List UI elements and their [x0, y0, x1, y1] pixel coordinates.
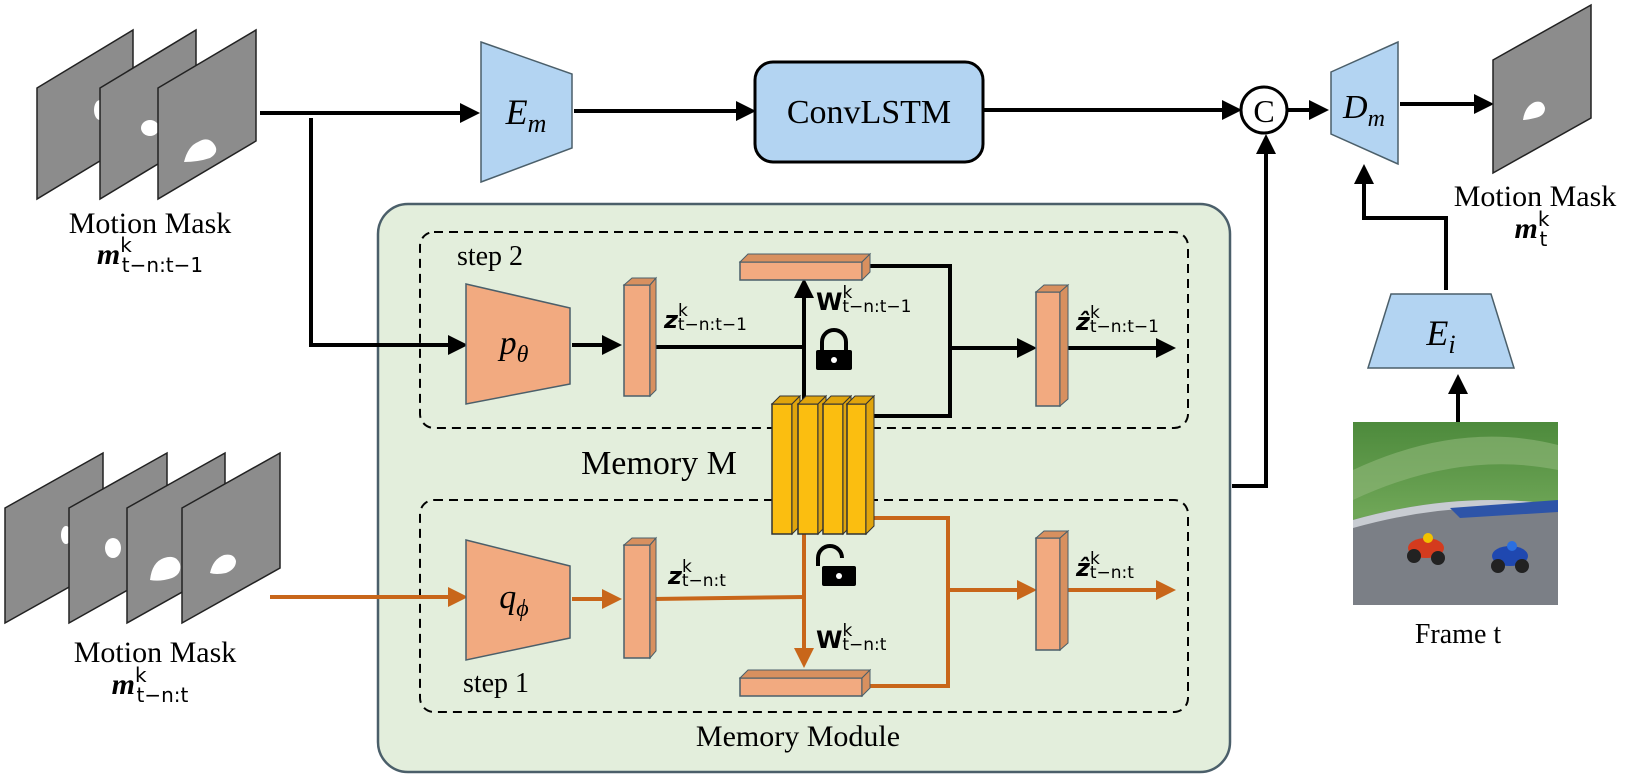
step2-output-bar — [1034, 283, 1070, 408]
motion-decoder — [1330, 40, 1399, 166]
convlstm-label: ConvLSTM — [787, 94, 951, 131]
image-encoder — [1366, 293, 1516, 369]
image-encoder-label: Ei — [1425, 313, 1455, 359]
top-mask-label: Motion Mask — [69, 207, 232, 240]
step1-label: step 1 — [463, 668, 529, 699]
motion-encoder-label: Em — [505, 92, 547, 138]
motion-encoder — [480, 40, 573, 184]
step1-region — [419, 499, 1189, 713]
step2-arrows — [572, 264, 1176, 418]
convlstm-block — [753, 60, 985, 164]
q-phi-label: qϕ — [499, 579, 528, 622]
output-mask — [1492, 3, 1592, 175]
memory-label: Memory M — [581, 445, 737, 482]
step1-weight-bar — [738, 668, 872, 698]
lock-icon — [816, 328, 852, 370]
top-mask-stack — [36, 28, 257, 201]
frame-image — [1353, 422, 1558, 605]
step2-weight-bar — [738, 252, 872, 282]
concat-label: C — [1253, 93, 1274, 129]
bottom-mask-label: Motion Mask — [74, 636, 237, 669]
frame-label: Frame t — [1415, 619, 1502, 650]
output-mask-label: Motion Mask — [1454, 180, 1617, 213]
step2-label: step 2 — [457, 241, 523, 272]
unlock-icon — [816, 544, 856, 586]
memory-module-title: Memory Module — [696, 720, 900, 753]
concat-node — [1239, 85, 1289, 135]
top-flow-arrows — [260, 94, 1494, 488]
p-theta-network — [465, 283, 571, 405]
step2-latent-bar — [622, 276, 658, 398]
step1-output-bar — [1034, 529, 1070, 652]
bottom-mask-stack — [4, 451, 281, 625]
step1-arrows — [270, 516, 1176, 688]
p-theta-label: pθ — [498, 325, 529, 368]
memory-bank — [770, 394, 876, 536]
step1-latent-bar — [622, 536, 658, 660]
motion-decoder-label: Dm — [1342, 89, 1385, 132]
q-phi-network — [465, 539, 571, 661]
